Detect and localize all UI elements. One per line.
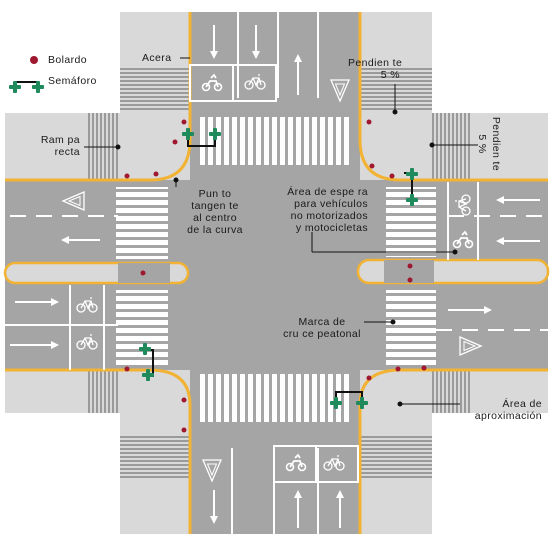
acera-label: Acera (142, 52, 172, 64)
traffic-light-icon (330, 397, 342, 409)
legend-semaforo-label: Semáforo (48, 75, 97, 87)
arrow-straight-icon (210, 25, 344, 528)
crosswalk-north (202, 117, 352, 165)
arrow-left-icon (61, 196, 540, 245)
traffic-light-icon (182, 128, 194, 140)
arrow-right-icon (10, 298, 492, 349)
callout-leaders (84, 57, 478, 407)
traffic-light-icon (406, 194, 418, 206)
waiting-areas (189, 64, 359, 483)
pendiente-right-label: Pendien te 5 % (476, 116, 502, 172)
traffic-light-icon (209, 128, 221, 140)
medians (3, 258, 550, 285)
traffic-light-icon (406, 168, 418, 180)
traffic-light-icon (142, 369, 154, 381)
traffic-light-icon (356, 397, 368, 409)
crosswalk-east-2 (386, 290, 436, 365)
crosswalk-south (198, 374, 352, 422)
traffic-light-icon (32, 81, 44, 93)
roadway (5, 12, 548, 534)
crosswalk-west (116, 187, 168, 259)
legend-bolardo-label: Bolardo (48, 54, 87, 66)
crosswalk-west-2 (116, 290, 168, 365)
traffic-light-icon (139, 343, 151, 355)
traffic-light-icon (9, 81, 21, 93)
ramp-hatching (88, 68, 472, 480)
bollard-icon (124, 119, 427, 433)
